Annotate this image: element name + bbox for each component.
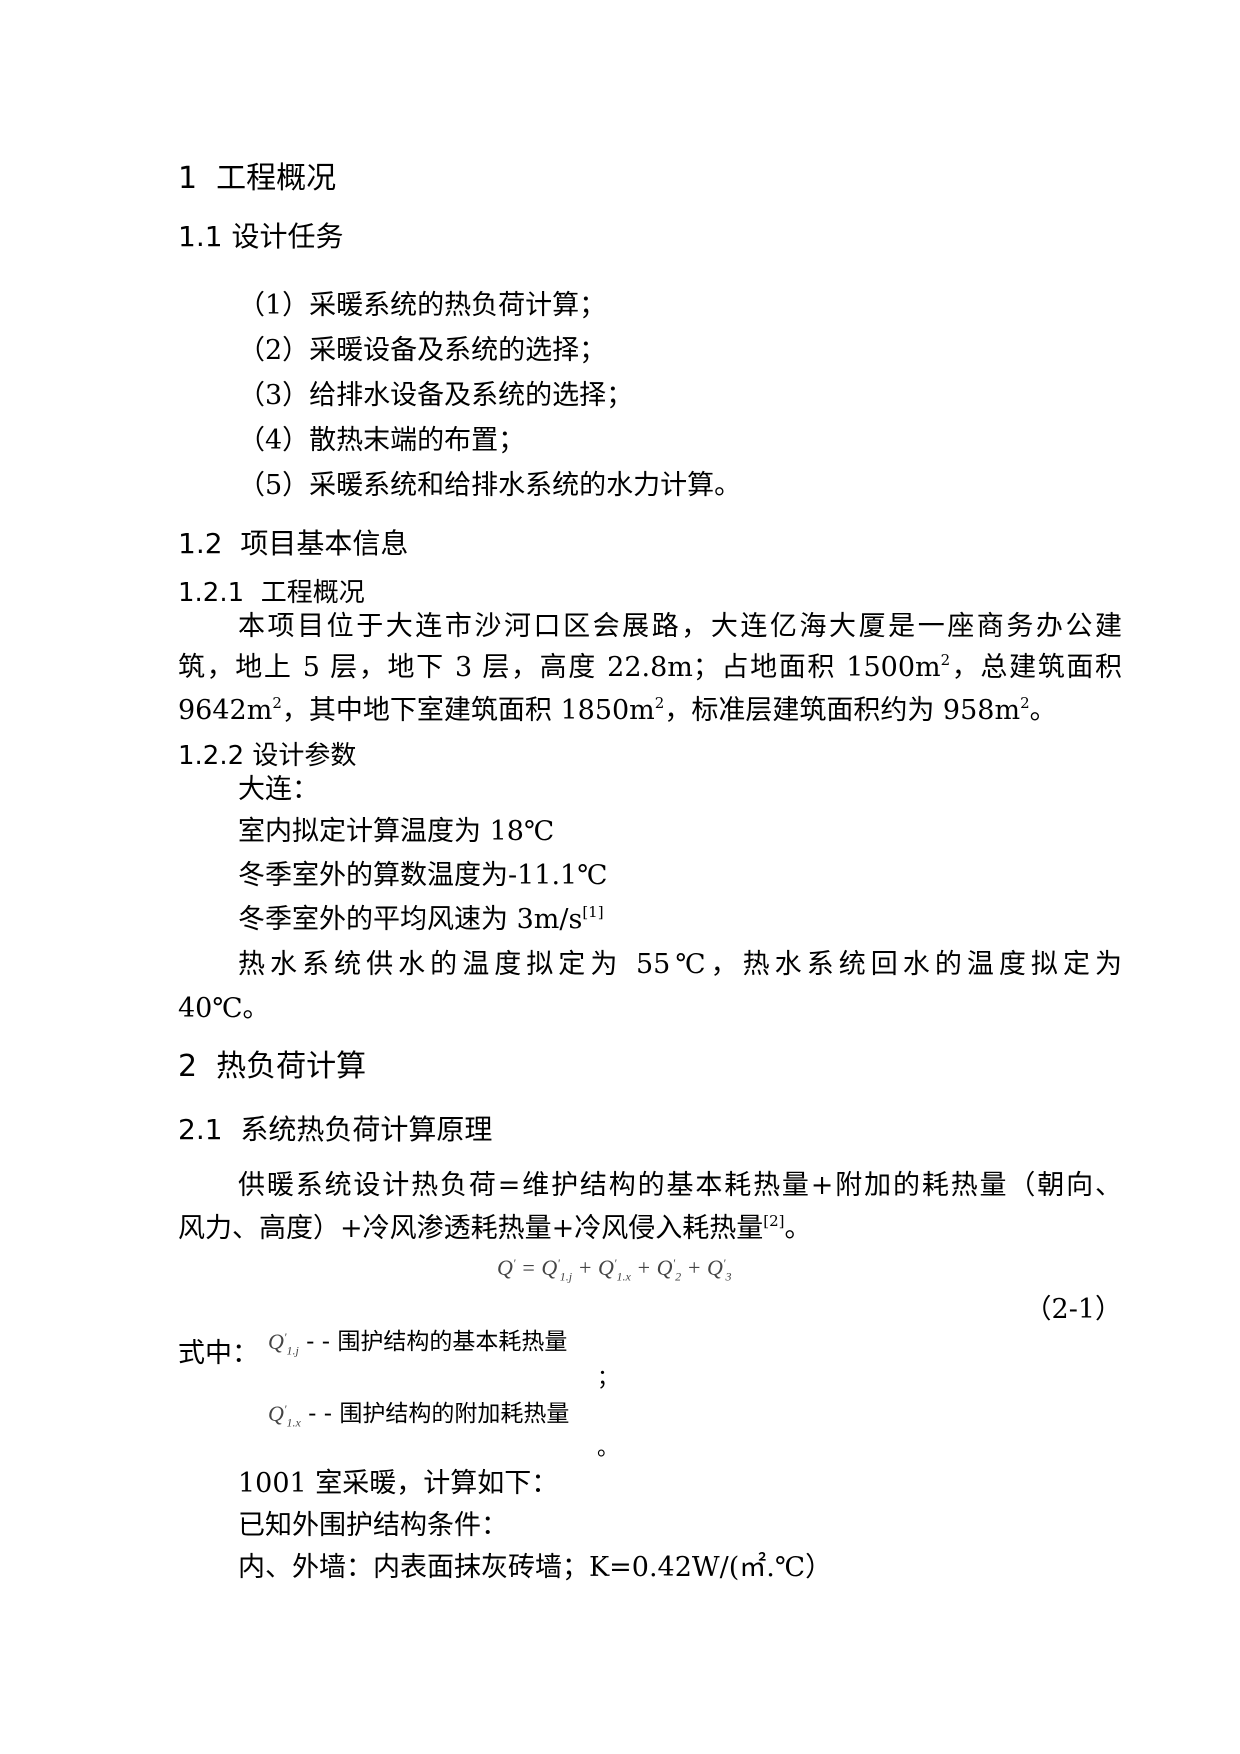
- section-title: 热负荷计算: [216, 1049, 367, 1084]
- section-number: 1: [178, 161, 198, 196]
- section-1-heading: 1 工程概况: [178, 164, 336, 194]
- room-calc-line-1: 1001 室采暖，计算如下：: [238, 1468, 559, 1499]
- section-1-2-2-heading: 1.2.2 设计参数: [178, 743, 356, 769]
- section-1-1-heading: 1.1 设计任务: [178, 223, 343, 251]
- overview-line-2: 筑，地上 5 层，地下 3 层，高度 22.8m；占地面积 1500m2，总建筑…: [178, 651, 1122, 683]
- section-2-1-heading: 2.1 系统热负荷计算原理: [178, 1116, 492, 1144]
- task-item: （5）采暖系统和给排水系统的水力计算。: [238, 470, 742, 501]
- principle-line-1: 供暖系统设计热负荷=维护结构的基本耗热量+附加的耗热量（朝向、: [238, 1170, 1122, 1201]
- param-water-temp-line-1: 热水系统供水的温度拟定为 55℃，热水系统回水的温度拟定为: [238, 949, 1122, 980]
- section-1-2-1-heading: 1.2.1 工程概况: [178, 580, 365, 606]
- task-item: （3）给排水设备及系统的选择；: [238, 380, 634, 411]
- where-label: 式中：: [178, 1338, 259, 1369]
- section-number: 1.2.1: [178, 578, 245, 608]
- param-indoor-temp: 室内拟定计算温度为 18℃: [238, 816, 555, 847]
- section-title: 设计任务: [231, 220, 344, 253]
- definition-punct: 。: [597, 1436, 620, 1461]
- section-title: 工程概况: [216, 161, 337, 196]
- overview-line-1: 本项目位于大连市沙河口区会展路，大连亿海大厦是一座商务办公建: [238, 611, 1122, 642]
- section-number: 2.1: [178, 1113, 223, 1146]
- section-title: 项目基本信息: [240, 527, 409, 560]
- param-outdoor-temp: 冬季室外的算数温度为-11.1℃: [238, 860, 608, 891]
- section-number: 1.2: [178, 527, 223, 560]
- param-water-temp-line-2: 40℃。: [178, 993, 270, 1024]
- definition-punct: ；: [597, 1366, 620, 1391]
- section-number: 1.1: [178, 220, 223, 253]
- citation: [1]: [582, 903, 604, 921]
- section-title: 设计参数: [252, 741, 357, 771]
- section-number: 1.2.2: [178, 741, 245, 771]
- overview-line-3: 9642m2，其中地下室建筑面积 1850m2，标准层建筑面积约为 958m2。: [178, 694, 1057, 726]
- section-title: 工程概况: [260, 578, 365, 608]
- room-calc-line-3: 内、外墙：内表面抹灰砖墙；K=0.42W/(㎡.℃）: [238, 1552, 833, 1583]
- task-item: （1）采暖系统的热负荷计算；: [238, 290, 607, 321]
- section-number: 2: [178, 1049, 198, 1084]
- task-item: （2）采暖设备及系统的选择；: [238, 335, 607, 366]
- param-city: 大连：: [238, 774, 319, 805]
- section-1-2-heading: 1.2 项目基本信息: [178, 530, 408, 558]
- principle-line-2: 风力、高度）+冷风渗透耗热量+冷风侵入耗热量[2]。: [178, 1212, 812, 1244]
- section-2-heading: 2 热负荷计算: [178, 1052, 366, 1082]
- definition-q1j: Q'1.j - - 围护结构的基本耗热量: [268, 1329, 568, 1358]
- task-item: （4）散热末端的布置；: [238, 425, 526, 456]
- heat-load-formula: Q' = Q'1.j + Q'1.x + Q'2 + Q'3: [497, 1255, 732, 1284]
- room-calc-line-2: 已知外围护结构条件：: [238, 1510, 508, 1541]
- citation: [2]: [763, 1212, 785, 1230]
- param-wind-speed: 冬季室外的平均风速为 3m/s[1]: [238, 903, 604, 935]
- definition-q1x: Q'1.x - - 围护结构的附加耗热量: [268, 1401, 570, 1430]
- section-title: 系统热负荷计算原理: [240, 1113, 493, 1146]
- equation-number: （2-1）: [1024, 1294, 1122, 1325]
